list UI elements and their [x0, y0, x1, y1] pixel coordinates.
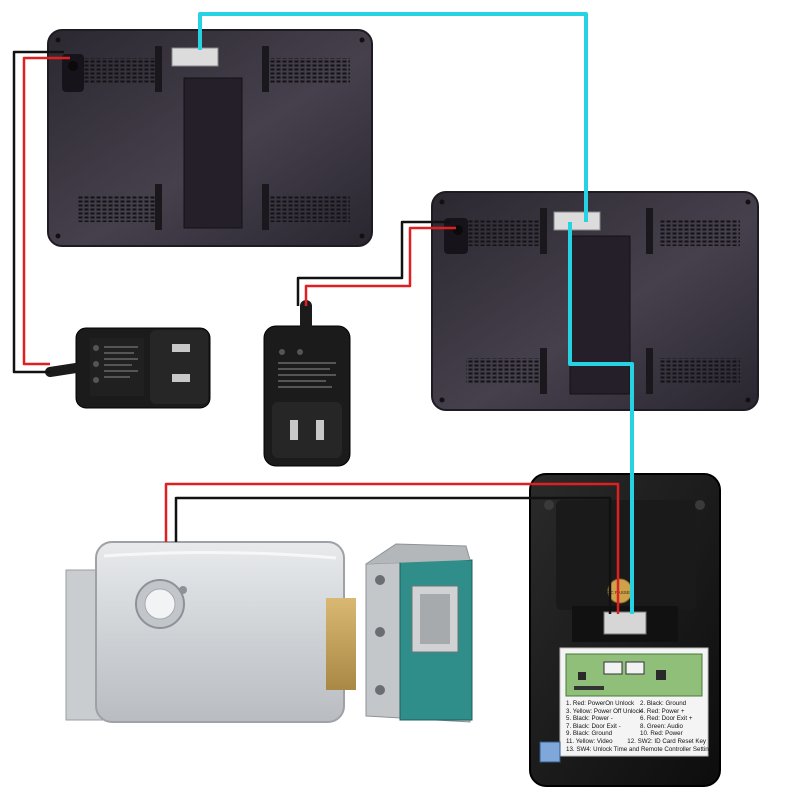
legend-row: 5. Black: Power - 6. Red: Door Exit + [566, 715, 706, 723]
stand-recess [569, 235, 631, 395]
legend-item: 13. SW4: Unlock Time and Remote Controll… [566, 745, 713, 753]
legend-row: 11. Yellow: Video 12. SW2: ID Card Reset… [566, 738, 706, 746]
connector-terminal [171, 47, 219, 67]
qc-sticker-text: QC PASSED [607, 590, 634, 595]
connector-terminal [553, 211, 601, 231]
lock-wire-positive [164, 482, 620, 614]
lock-bolt [326, 598, 356, 690]
power-wire-negative [296, 220, 450, 306]
legend-item: 7. Black: Door Exit - [566, 722, 621, 730]
vent-grille [660, 358, 740, 384]
stand-recess [183, 77, 243, 229]
vent-grille [466, 358, 546, 384]
legend-item: 6. Red: Door Exit + [640, 715, 693, 723]
indoor-monitor-1 [47, 29, 373, 247]
adapter-strain-relief [45, 363, 81, 377]
vent-grille [78, 196, 158, 222]
legend-row: 7. Black: Door Exit - 8. Green: Audio [566, 723, 706, 731]
lock-keeper [365, 543, 473, 723]
legend-item: 4. Red: Power + [640, 707, 685, 715]
vent-grille [660, 220, 740, 246]
legend-row: 1. Red: PowerOn Unlock 2. Black: Ground [566, 700, 706, 708]
vent-grille [270, 196, 350, 222]
legend-item: 1. Red: PowerOn Unlock [566, 700, 635, 707]
lock-wire-negative [174, 496, 612, 614]
power-adapter-2 [263, 300, 351, 467]
outdoor-camera-panel: QC PASSED [529, 473, 721, 787]
legend-item: 8. Green: Audio [640, 722, 683, 730]
serial-sticker [539, 741, 561, 763]
legend-item: 2. Black: Ground [640, 700, 687, 707]
power-jack [444, 218, 468, 254]
power-wire-negative [12, 50, 64, 374]
legend-row: 3. Yellow: Power Off Unlock 4. Red: Powe… [566, 708, 706, 716]
electric-lock [65, 541, 356, 723]
vent-grille [270, 58, 350, 84]
indoor-monitor-2 [431, 191, 759, 411]
signal-cable [568, 222, 634, 614]
wiring-legend: 1. Red: PowerOn Unlock 2. Black: Ground … [566, 700, 713, 753]
legend-item: 11. Yellow: Video [566, 737, 613, 745]
wiring [12, 12, 634, 614]
signal-cable [198, 12, 588, 222]
legend-row: 9. Black: Ground 10. Red: Power [566, 730, 706, 738]
power-adapter-1 [45, 327, 211, 409]
vent-grille [466, 220, 546, 246]
legend-item: 5. Black: Power - [566, 715, 613, 723]
legend-item: 12. SW2: ID Card Reset Key [627, 737, 706, 745]
power-jack [62, 54, 84, 92]
panel-terminal [603, 611, 647, 635]
power-wire-positive [22, 56, 70, 366]
legend-item: 10. Red: Power [640, 730, 683, 738]
vent-grille [78, 58, 158, 84]
power-wire-positive [304, 226, 456, 306]
legend-item: 3. Yellow: Power Off Unlock [566, 707, 642, 715]
legend-item: 9. Black: Ground [566, 730, 613, 738]
